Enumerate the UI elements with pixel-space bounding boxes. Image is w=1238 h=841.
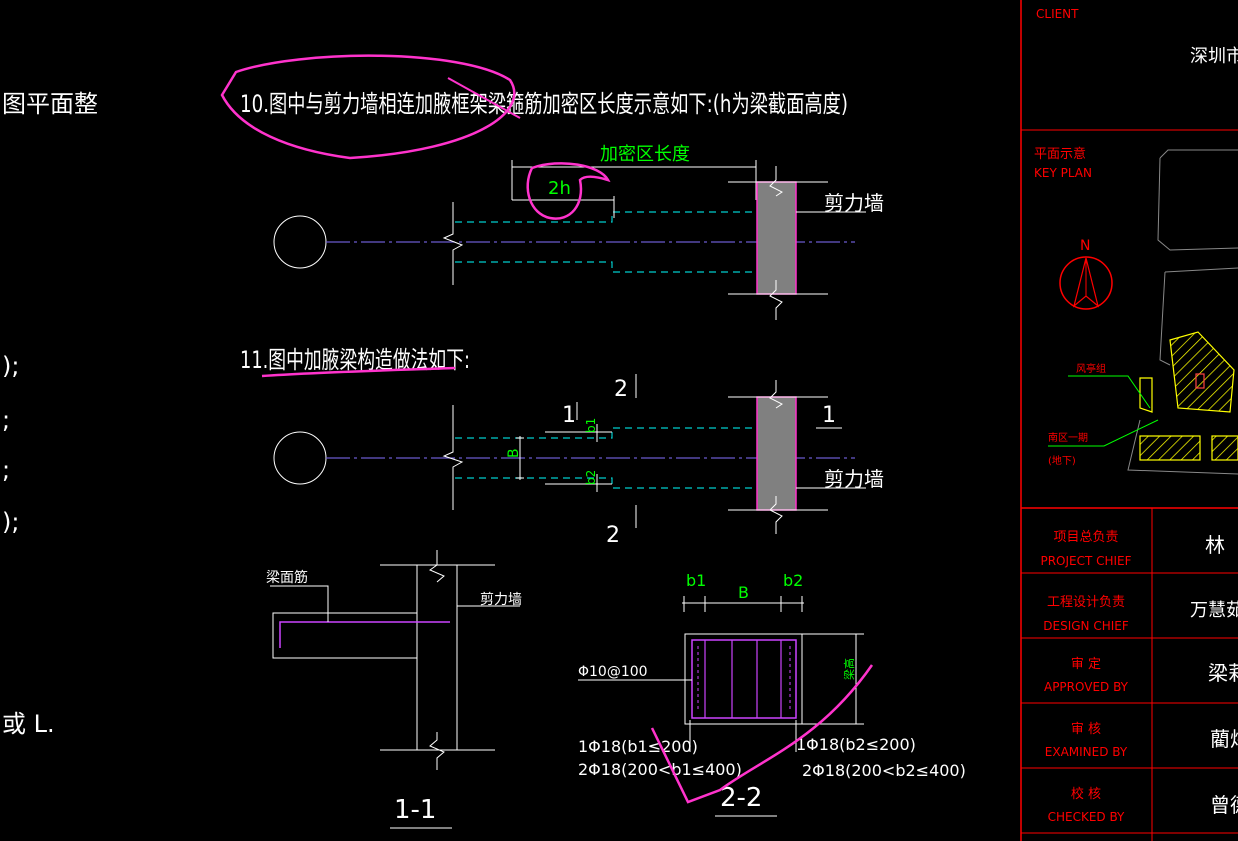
wall-label: 剪力墙 [824,191,884,215]
B-dim: B [738,583,749,602]
row-en: CHECKED BY [1048,810,1125,824]
client-value: 深圳市前 [1190,46,1238,67]
note-11-detail: 11.图中加腋梁构造做法如下: B b1 b2 1 2 2 [240,346,884,548]
row-cn: 审 核 [1071,722,1101,737]
north-label: N [1080,238,1090,254]
plan-label-1: 风亭组 [1076,362,1106,375]
plan-label-2: 南区一期 [1048,431,1088,444]
row-cn: 校 核 [1071,786,1101,802]
row-name: 曾德 [1210,793,1238,817]
column-circle [273,431,327,485]
row-cn: 工程设计负责 [1047,595,1125,610]
left-text-fragments: 图平面整 ); ; ; ); 或 L. [2,90,98,738]
h-label: 2h [548,178,571,199]
key-plan-cn: 平面示意 [1034,146,1086,162]
wall-label: 剪力墙 [824,467,884,491]
key-plan-en: KEY PLAN [1034,166,1092,180]
markup-stroke [447,77,521,119]
fragment-text: ; [2,406,10,434]
section-mark-2: 2 [606,523,620,548]
section-title-2-2: 2-2 [720,783,762,813]
row-name: 万慧茹 [1190,600,1238,621]
row-en: DESIGN CHIEF [1043,619,1129,633]
rebar-lines [455,211,756,273]
stirrup-outer [691,639,797,719]
left-bar-2: 2Φ18(200<b1≤400) [578,760,742,779]
b2-dim: b2 [783,571,803,590]
section-mark-2: 2 [614,377,628,402]
title-block: CLIENT 深圳市前 平面示意 KEY PLAN N 风亭组 南区一期 (地下… [1020,0,1238,841]
right-bar-1: 1Φ18(b2≤200) [796,735,916,754]
section-mark-1: 1 [822,403,836,428]
signature-row: 审 核 EXAMINED BY 藺炜 [1045,722,1238,759]
key-plan-map: 风亭组 南区一期 (地下) [1048,149,1238,475]
plan-label-3: (地下) [1048,454,1076,467]
row-name: 梁莉 [1208,661,1238,685]
beam-top-bar-label: 梁面筋 [266,569,308,586]
dim-label: 加密区长度 [600,144,690,165]
section-2-2: b1 B b2 梁高 Φ10@100 1Φ18(b1≤200) 2Φ18(200… [578,571,966,817]
section-mark-1: 1 [562,403,576,428]
shear-wall [756,181,797,295]
section-title-1-1: 1-1 [394,795,436,825]
right-bar-2: 2Φ18(200<b2≤400) [802,761,966,780]
column-circle [273,215,327,269]
fragment-text: ); [2,508,19,536]
markup-stroke [650,664,874,804]
rebar-lines [455,427,756,489]
beam-section [684,633,803,725]
row-cn: 项目总负责 [1053,530,1118,545]
signature-row: 项目总负责 PROJECT CHIEF 林 [1040,530,1225,568]
signature-row: 校 核 CHECKED BY 曾德 [1048,786,1238,824]
fragment-text: 图平面整 [2,90,98,118]
break-line [442,405,464,510]
fragment-text: ); [2,352,19,380]
b2-label: b2 [584,470,598,485]
row-en: EXAMINED BY [1045,745,1128,759]
row-cn: 审 定 [1071,657,1101,672]
row-name: 林 [1205,533,1225,557]
fragment-text: 或 L. [2,710,55,738]
section-wall-label: 剪力墙 [480,592,522,608]
height-label: 梁高 [842,658,856,680]
north-arrow-icon: N [1059,238,1113,310]
shear-wall [756,396,797,511]
note-10-detail: 10.图中与剪力墙相连加腋框架梁箍筋加密区长度示意如下:(h为梁截面高度) 加密… [220,54,884,320]
row-name: 藺炜 [1210,727,1238,751]
stirrup-label: Φ10@100 [578,664,648,680]
break-line [442,202,464,285]
row-en: PROJECT CHIEF [1040,554,1131,568]
left-bar-1: 1Φ18(b1≤200) [578,737,698,756]
top-bar-rebar [279,621,450,648]
b1-label: b1 [584,418,598,433]
row-en: APPROVED BY [1044,680,1129,694]
b1-dim: b1 [686,571,706,590]
markup-circle-2h [526,162,611,220]
signature-row: 工程设计负责 DESIGN CHIEF 万慧茹 [1043,595,1238,633]
signature-row: 审 定 APPROVED BY 梁莉 [1044,657,1238,694]
note-10-text: 10.图中与剪力墙相连加腋框架梁箍筋加密区长度示意如下:(h为梁截面高度) [240,90,848,118]
client-label: CLIENT [1036,7,1079,21]
fragment-text: ; [2,456,10,484]
markup-ellipse [220,54,516,160]
markup-underline [261,366,456,378]
b-label: B [506,448,522,458]
section-1-1: 梁面筋 剪力墙 1-1 [266,550,522,829]
